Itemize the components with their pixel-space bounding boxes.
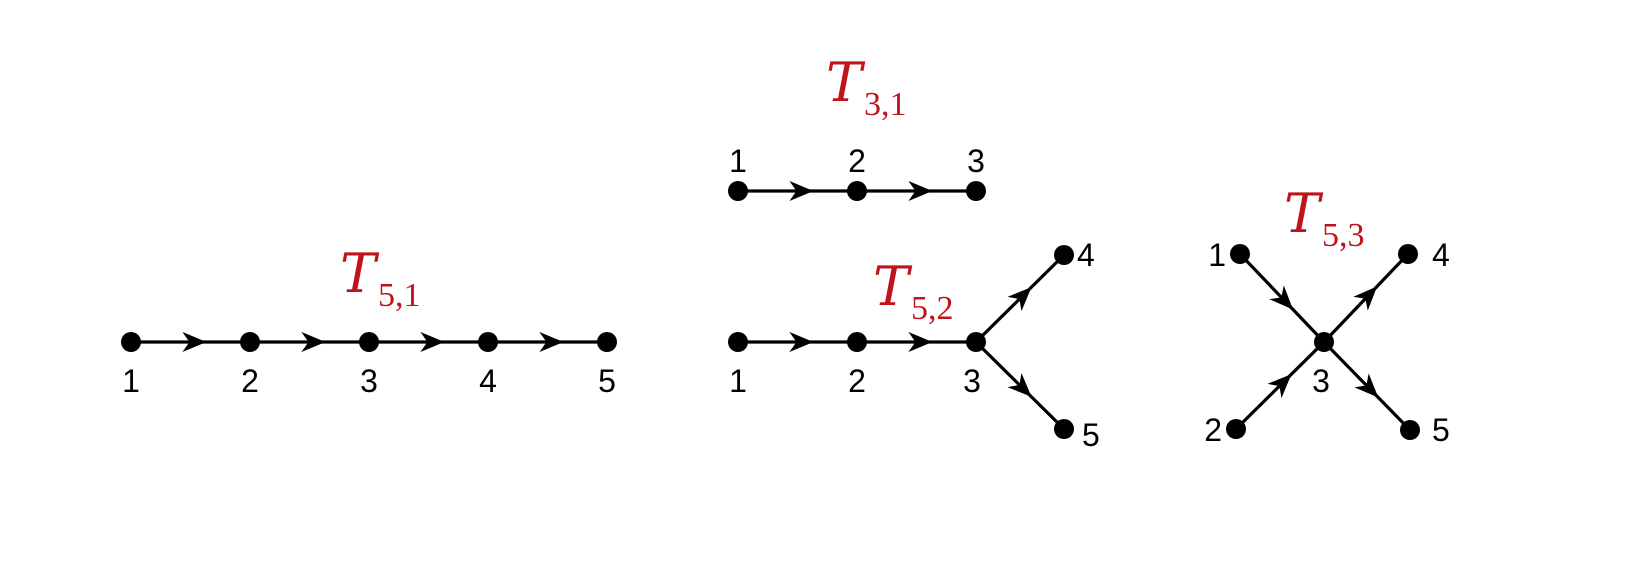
- vertex-label: 3: [360, 363, 378, 399]
- title-symbol: T: [1284, 182, 1324, 245]
- vertex-label: 2: [241, 363, 259, 399]
- vertex-c1: [728, 332, 748, 352]
- title-subscript: 5,2: [911, 290, 954, 327]
- vertex-a4: [478, 332, 498, 352]
- directed-edge-d3-d4: [1322, 252, 1410, 344]
- vertex-label: 3: [967, 143, 985, 179]
- diagram-title: T3,1: [826, 51, 907, 123]
- vertex-label: 4: [1077, 237, 1095, 273]
- vertex-d3: [1314, 332, 1334, 352]
- vertex-label: 4: [479, 363, 497, 399]
- vertex-d2: [1226, 419, 1246, 439]
- vertex-label: 2: [848, 363, 866, 399]
- vertex-c3: [966, 332, 986, 352]
- vertex-label: 1: [729, 143, 747, 179]
- vertex-label: 4: [1432, 237, 1450, 273]
- tree-diagram-5-1: T5,1 1 2 3 4 5: [121, 242, 617, 399]
- diagram-title: T5,3: [1284, 182, 1365, 254]
- directed-edge-d2-d3: [1234, 340, 1326, 431]
- vertex-c5: [1054, 419, 1074, 439]
- vertex-b2: [847, 181, 867, 201]
- vertex-label: 3: [963, 363, 981, 399]
- vertex-a2: [240, 332, 260, 352]
- directed-edge-c3-c5: [974, 340, 1066, 431]
- tree-diagram-3-1: T3,1 1 2 3: [728, 51, 986, 201]
- directed-edge-d1-d3: [1238, 252, 1326, 344]
- vertex-b3: [966, 181, 986, 201]
- tree-diagram-5-2: T5,2 1 2 3 4 5: [728, 237, 1100, 453]
- vertex-label: 2: [848, 143, 866, 179]
- vertex-a3: [359, 332, 379, 352]
- vertex-c2: [847, 332, 867, 352]
- vertex-label: 1: [729, 363, 747, 399]
- vertex-label: 1: [1208, 237, 1226, 273]
- vertex-label: 1: [122, 363, 140, 399]
- vertex-label: 5: [1082, 417, 1100, 453]
- title-symbol: T: [873, 255, 913, 318]
- vertex-a5: [597, 332, 617, 352]
- diagram-title: T5,2: [873, 255, 954, 327]
- vertex-d4: [1398, 244, 1418, 264]
- title-symbol: T: [826, 51, 866, 114]
- title-subscript: 5,3: [1322, 217, 1365, 254]
- tree-diagram-5-3: T5,3 1 2 3 4 5: [1204, 182, 1450, 448]
- title-symbol: T: [340, 242, 380, 305]
- vertex-label: 2: [1204, 412, 1222, 448]
- vertex-c4: [1054, 245, 1074, 265]
- directed-edge-d3-d5: [1322, 340, 1412, 432]
- directed-edge-c3-c4: [974, 253, 1066, 344]
- title-subscript: 3,1: [864, 86, 907, 123]
- title-subscript: 5,1: [378, 277, 421, 314]
- vertex-a1: [121, 332, 141, 352]
- vertex-label: 5: [598, 363, 616, 399]
- diagram-title: T5,1: [340, 242, 421, 314]
- vertex-label: 5: [1432, 412, 1450, 448]
- vertex-d5: [1400, 420, 1420, 440]
- vertex-b1: [728, 181, 748, 201]
- vertex-d1: [1230, 244, 1250, 264]
- vertex-label: 3: [1312, 363, 1330, 399]
